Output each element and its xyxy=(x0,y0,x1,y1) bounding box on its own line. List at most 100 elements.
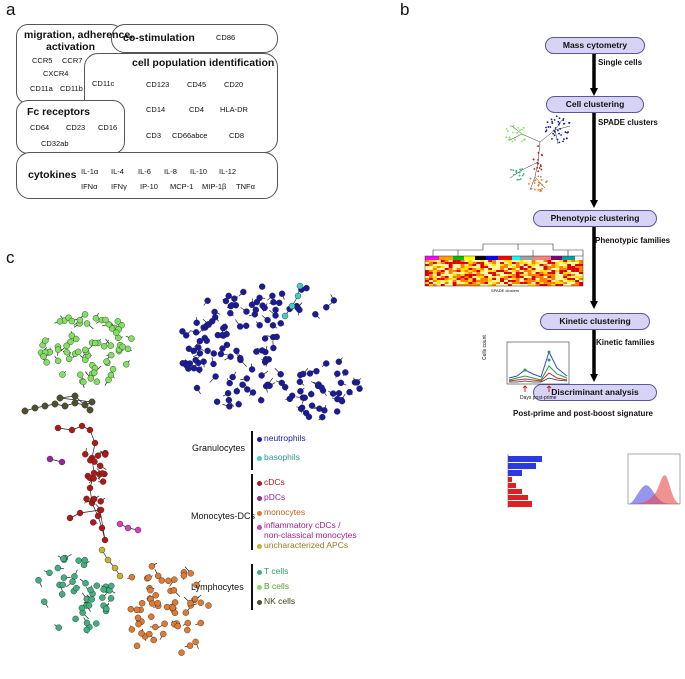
mini-tree-node xyxy=(541,187,543,190)
heatmap-cell xyxy=(547,272,552,274)
heatmap-cell xyxy=(531,280,536,282)
neutrophil-node xyxy=(306,370,314,377)
neutrophil-node xyxy=(258,372,265,379)
mini-tree-node xyxy=(551,138,553,140)
mini-tree-node xyxy=(537,159,539,161)
mini-tree-node xyxy=(517,127,519,129)
legend-uncharacterized-apcs: uncharacterized APCs xyxy=(264,540,349,550)
cytokine-mcp1: MCP-1 xyxy=(170,182,194,191)
monocyte-node xyxy=(187,599,194,607)
heatmap-cell xyxy=(432,264,437,266)
mini-tree-node xyxy=(529,177,532,180)
heatmap-cell xyxy=(579,284,583,286)
legend-dot-b-cells xyxy=(257,585,262,590)
marker-cd8: CD8 xyxy=(229,131,245,140)
heatmap-cell xyxy=(551,268,556,270)
legend-dot-neutrophils xyxy=(257,437,262,442)
cdc-node xyxy=(86,426,94,434)
heatmap-cell xyxy=(543,262,548,264)
tcell-node xyxy=(103,605,110,612)
heatmap-cell xyxy=(579,264,583,266)
heatmap-cell xyxy=(464,262,469,264)
heatmap-cell xyxy=(579,260,583,262)
neutrophil-node xyxy=(330,390,337,397)
heatmap-cell xyxy=(436,282,441,284)
heatmap-cell xyxy=(559,270,564,272)
heatmap-cell xyxy=(555,274,560,276)
tcell-node xyxy=(73,584,80,592)
marker-cd45: CD45 xyxy=(187,80,207,89)
neutrophil-node xyxy=(334,370,341,377)
heatmap-cell xyxy=(432,266,437,268)
mini-tree-node xyxy=(522,173,525,175)
monocyte-node xyxy=(134,614,142,622)
heatmap-family-bar xyxy=(520,256,534,260)
heatmap-cell xyxy=(507,260,512,262)
heatmap-cell xyxy=(504,260,508,262)
heatmap-cell xyxy=(579,270,583,272)
heatmap-cell xyxy=(425,272,429,274)
heatmap-cell xyxy=(567,272,572,274)
mini-tree-node xyxy=(536,166,539,169)
legend-dot-uncharacterized-apcs xyxy=(257,544,262,549)
b-cell-node xyxy=(54,357,62,365)
heatmap-cell xyxy=(428,282,433,284)
b-cell-node xyxy=(77,371,84,378)
heatmap-cell xyxy=(555,270,560,272)
mini-tree-node xyxy=(537,152,540,154)
legend-pdcs: pDCs xyxy=(264,492,286,502)
heatmap-cell xyxy=(515,284,520,286)
heatmap-cell xyxy=(559,264,564,266)
heatmap-cell xyxy=(472,274,477,276)
nk-cell-node xyxy=(21,407,29,415)
heatmap-cell xyxy=(515,278,520,280)
heatmap-cell xyxy=(507,274,512,276)
monocyte-node xyxy=(150,636,157,644)
heatmap-cell xyxy=(468,278,473,280)
heatmap-cell xyxy=(551,282,556,284)
heatmap-cell xyxy=(488,276,493,278)
mini-tree-node xyxy=(518,174,521,177)
nk-cell-node xyxy=(31,404,39,412)
heatmap-cell xyxy=(515,266,520,268)
heatmap-cell xyxy=(444,260,449,262)
uapc-node xyxy=(104,556,112,564)
heatmap-cell xyxy=(460,282,465,284)
mini-tree-node xyxy=(537,170,540,173)
cytokine-il12: IL-12 xyxy=(219,167,237,176)
mini-tree-node xyxy=(512,169,515,172)
tcell-node xyxy=(41,598,48,605)
tcell-node xyxy=(99,594,106,601)
heatmap-cell xyxy=(492,272,497,274)
legend-cdcs: cDCs xyxy=(264,477,285,487)
heatmap-family-bar xyxy=(512,256,520,260)
heatmap-cell xyxy=(472,260,477,262)
group-label-granulocytes: Granulocytes xyxy=(192,443,246,453)
heatmap-cell xyxy=(507,268,512,270)
neutrophil-node xyxy=(208,318,216,325)
legend-inflammatory-cdcs: inflammatory cDCs / xyxy=(264,520,341,530)
heatmap-cell xyxy=(563,260,568,262)
heatmap-cell xyxy=(472,280,477,282)
neutrophil-node xyxy=(253,348,260,355)
neutrophil-node xyxy=(183,362,190,369)
heatmap-cell xyxy=(511,262,516,264)
monocyte-node xyxy=(154,572,162,580)
monocyte-node xyxy=(138,600,146,607)
marker-cd14: CD14 xyxy=(146,105,166,114)
heatmap-cell xyxy=(448,272,453,274)
legend-neutrophils: neutrophils xyxy=(264,433,306,443)
mini-tree-node xyxy=(557,123,560,126)
heatmap-cell xyxy=(543,272,548,274)
heatmap-cell xyxy=(543,260,548,262)
mini-tree-node xyxy=(520,128,523,131)
tcell-node xyxy=(83,619,91,627)
heatmap-cell xyxy=(444,284,449,286)
cdc-node xyxy=(89,519,97,526)
heatmap-cell xyxy=(500,270,504,272)
neutrophil-node xyxy=(248,366,256,373)
heatmap-cell xyxy=(527,260,532,262)
heatmap-cell xyxy=(519,264,524,266)
heatmap-cell xyxy=(456,278,461,280)
